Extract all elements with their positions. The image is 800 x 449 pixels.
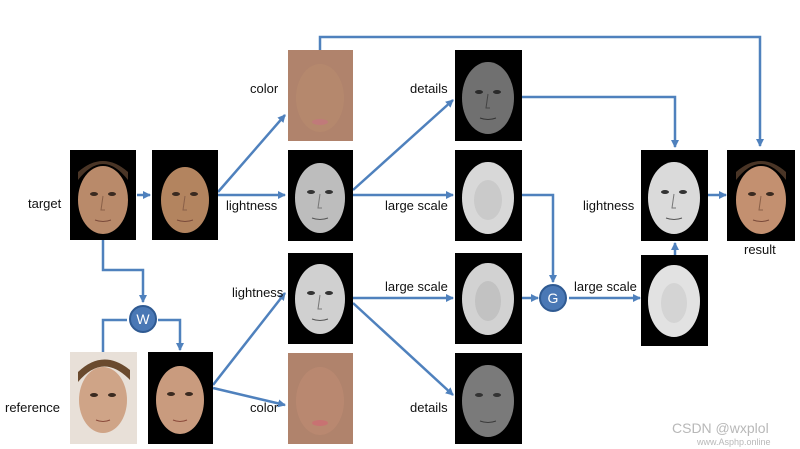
arrow-lightness-to-details <box>352 99 454 191</box>
label-reference: reference <box>5 400 60 415</box>
watermark-site: www.Asphp.online <box>697 437 771 447</box>
arrow-w-to-reference-copy <box>158 318 184 351</box>
arrow-refcopy-to-lightness <box>212 292 286 386</box>
result-photo <box>727 150 795 241</box>
reference-lightness-map <box>288 253 353 344</box>
target-lightness-map <box>288 150 353 241</box>
label-result: result <box>744 242 776 257</box>
arrow-reference-to-w <box>101 318 127 352</box>
node-g: G <box>539 284 567 312</box>
combined-large-scale-map <box>641 255 708 346</box>
arrow-color-to-result <box>318 35 764 147</box>
label-large-scale-reference: large scale <box>385 279 448 294</box>
reference-large-scale-map <box>455 253 522 344</box>
label-large-scale-target: large scale <box>385 198 448 213</box>
arrow-details-to-lightness <box>522 95 679 148</box>
target-photo <box>70 150 136 240</box>
label-lightness-reference: lightness <box>232 285 284 300</box>
label-target: target <box>28 196 62 211</box>
label-details-top: details <box>410 81 448 96</box>
reference-details-map <box>455 353 522 444</box>
reference-photo-warped <box>148 352 213 444</box>
target-details-map <box>455 50 522 141</box>
label-color-top: color <box>250 81 279 96</box>
arrow-reflightness-to-details <box>352 302 454 396</box>
arrow-refcopy-to-color <box>212 386 286 408</box>
label-color-bottom: color <box>250 400 279 415</box>
reference-color-map <box>288 353 353 444</box>
arrow-copy-to-color <box>217 114 286 193</box>
label-lightness-target: lightness <box>226 198 278 213</box>
target-large-scale-map <box>455 150 522 241</box>
label-details-bottom: details <box>410 400 448 415</box>
arrow-target-to-w <box>101 240 147 303</box>
reference-photo <box>70 352 137 444</box>
label-lightness-result: lightness <box>583 198 635 213</box>
result-lightness-map <box>641 150 708 241</box>
target-color-map <box>288 50 353 141</box>
arrow-largescale-to-g <box>522 193 557 283</box>
watermark-csdn: CSDN @wxplol <box>672 420 769 436</box>
node-w: W <box>129 305 157 333</box>
label-large-scale-combined: large scale <box>574 279 637 294</box>
target-photo-warped <box>152 150 218 240</box>
